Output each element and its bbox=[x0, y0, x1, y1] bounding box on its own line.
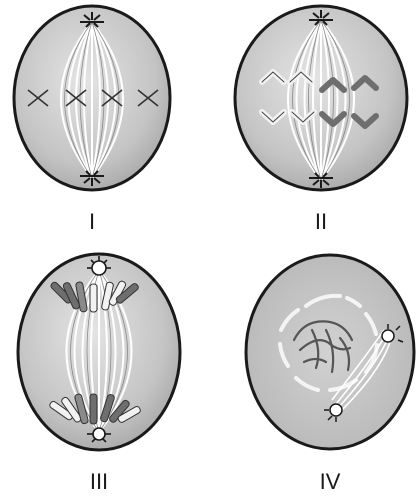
panel-label-iv: IV bbox=[300, 470, 360, 494]
panel-1-metaphase bbox=[14, 6, 170, 190]
panel-4-prophase bbox=[246, 255, 414, 449]
panel-2-anaphase bbox=[235, 6, 407, 190]
panel-3-telophase bbox=[18, 254, 180, 450]
panel-label-iii: III bbox=[69, 470, 129, 494]
panel-label-i: I bbox=[62, 210, 122, 234]
chromosome bbox=[90, 284, 97, 312]
chromosome bbox=[90, 394, 97, 424]
panel-label-ii: II bbox=[291, 210, 351, 234]
cell-membrane bbox=[246, 255, 414, 449]
